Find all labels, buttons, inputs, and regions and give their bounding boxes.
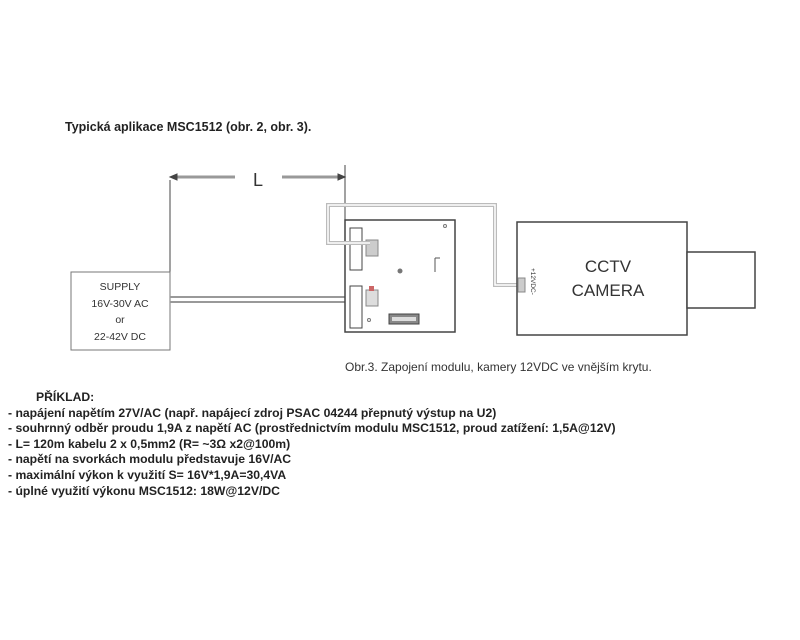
camera-power-connector [517, 277, 526, 293]
supply-box [70, 271, 171, 351]
example-item: - napětí na svorkách modulu představuje … [8, 452, 292, 467]
example-section: PŘÍKLAD: - napájení napětím 27V/AC (např… [8, 390, 616, 499]
example-item: - maximální výkon k využití S= 16V*1,9A=… [8, 467, 287, 482]
example-item: - úplné využití výkonu MSC1512: 18W@12V/… [8, 483, 280, 498]
camera-body [516, 221, 688, 336]
figure-caption: Obr.3. Zapojení modulu, kamery 12VDC ve … [345, 360, 652, 374]
supply-or: or [115, 314, 125, 326]
dimension-label: L [253, 170, 263, 190]
msc1512-module [344, 219, 456, 333]
figure-title: Typická aplikace MSC1512 (obr. 2, obr. 3… [65, 120, 312, 134]
example-item: - napájení napětím 27V/AC (např. napájec… [8, 405, 497, 420]
camera-cable [326, 203, 520, 287]
supply-cable [170, 296, 370, 303]
example-heading: PŘÍKLAD: [36, 390, 95, 404]
supply-ac-range: 16V-30V AC [91, 298, 149, 310]
camera-label-camera: CAMERA [572, 281, 645, 300]
camera-label-cctv: CCTV [585, 257, 632, 276]
supply-dc-range: 22-42V DC [94, 331, 146, 343]
example-item: - L= 120m kabelu 2 x 0,5mm2 (R= ~3Ω x2@1… [8, 436, 291, 451]
camera-lens [686, 251, 756, 309]
example-item: - souhrnný odběr proudu 1,9A z napětí AC… [8, 421, 616, 436]
connector-label: +12VDC- [529, 268, 536, 295]
supply-label: SUPPLY [100, 281, 141, 293]
